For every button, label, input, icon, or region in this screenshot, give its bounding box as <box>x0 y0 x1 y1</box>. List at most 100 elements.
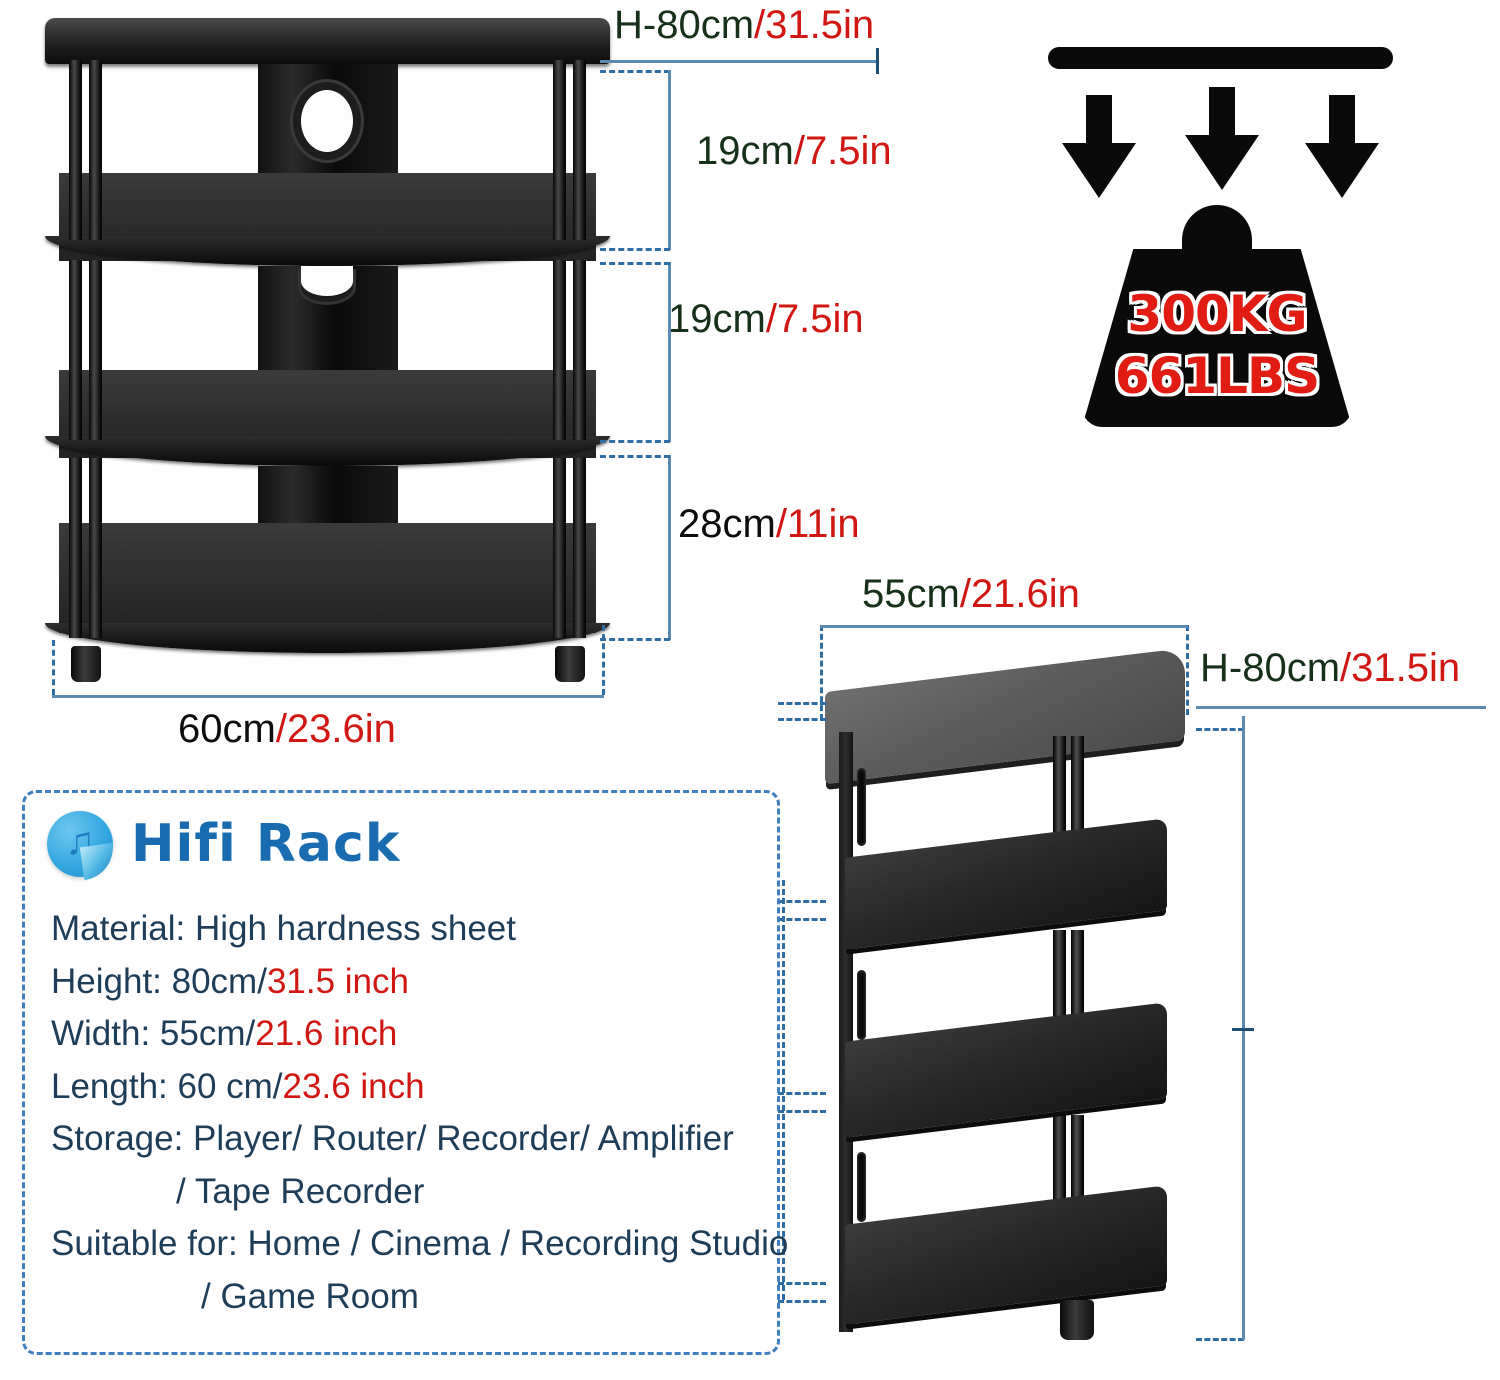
rack-shelf-board-2 <box>45 436 610 466</box>
spec-label-storage: Storage: <box>51 1119 194 1158</box>
front-height-cm: H-80cm <box>614 3 755 47</box>
front-height-slash: / <box>754 3 766 47</box>
rack-post-left-inner-2 <box>89 260 102 440</box>
dimension-label-front-width: 60cm/23.6in <box>178 707 396 752</box>
spec-value-storage: Player/ Router/ Recorder/ Amplifier <box>193 1119 734 1158</box>
width-leader-right <box>602 625 605 695</box>
spec-row-storage-cont: / Tape Recorder <box>51 1166 766 1219</box>
side-rack-shelf-1 <box>845 818 1167 950</box>
side-depth-cm: 55cm <box>862 572 960 616</box>
side-leader-shelf2-a <box>778 1092 826 1095</box>
shelf-deck-3 <box>59 523 596 633</box>
spec-list: Material: High hardness sheet Height: 80… <box>51 903 788 1324</box>
spec-value-length-inch: 23.6 inch <box>282 1066 425 1106</box>
load-capacity-icon: 300KG 661LBS <box>1040 25 1420 435</box>
load-capacity-kg: 300KG <box>1127 285 1307 343</box>
tier1-leader-bottom <box>600 248 670 251</box>
spec-value-suitable-cont: / Game Room <box>201 1276 419 1316</box>
side-leader-shelf3-b <box>778 1300 826 1303</box>
side-leader-shelf3-a <box>778 1282 826 1285</box>
rack-post-left-outer-3 <box>69 458 82 638</box>
page-title: Hifi Rack <box>131 814 401 874</box>
rack-foot-right <box>555 646 585 682</box>
rack-post-right-outer-2 <box>573 260 586 440</box>
tier3-dimension-rule <box>668 455 671 640</box>
rack-post-right-outer-1 <box>573 60 586 240</box>
spec-panel-header: ♫ Hifi Rack <box>47 811 401 881</box>
spec-row-suitable: Suitable for: Home / Cinema / Recording … <box>51 1218 788 1271</box>
side-rack-post-1a <box>1053 736 1066 861</box>
rack-post-left-inner-1 <box>89 60 102 240</box>
tier3-cm: 28cm <box>678 502 776 546</box>
front-height-inch: 31.5in <box>765 3 875 47</box>
rack-post-right-inner-3 <box>553 458 566 638</box>
dimension-label-front-height: H-80cm/31.5in <box>614 3 874 48</box>
spec-value-length: 60 cm/ <box>177 1066 283 1106</box>
spec-value-material: High hardness sheet <box>194 909 516 948</box>
spec-value-height: 80cm/ <box>171 961 267 1001</box>
spec-label-suitable: Suitable for: <box>51 1224 248 1263</box>
tier1-dimension-rule <box>668 70 671 250</box>
specifications-panel: ♫ Hifi Rack Material: High hardness shee… <box>22 790 788 1355</box>
depth-leader-right <box>1186 625 1189 715</box>
spec-row-length: Length: 60 cm/23.6 inch <box>51 1061 766 1114</box>
front-view-rack-image <box>45 18 610 683</box>
rack-foot-left <box>71 646 101 682</box>
music-note-icon: ♫ <box>47 811 118 881</box>
dimension-label-side-height: H-80cm/31.5in <box>1200 646 1460 691</box>
side-height-leader-bottom <box>1196 1338 1244 1341</box>
side-rack-foot <box>1060 1300 1094 1340</box>
cable-hole-2 <box>301 266 353 296</box>
spec-row-height: Height: 80cm/31.5 inch <box>51 956 766 1009</box>
side-depth-slash: / <box>959 572 971 616</box>
rack-shelf-board-3 <box>45 623 610 653</box>
spec-label-length: Length: <box>51 1066 178 1106</box>
tier2-leader-top <box>600 262 670 265</box>
rack-post-left-inner-3 <box>89 458 102 638</box>
rack-post-right-inner-1 <box>553 60 566 240</box>
front-width-inch: 23.6in <box>286 707 396 751</box>
tier3-slash: / <box>775 502 787 546</box>
side-leader-shelf1-a <box>778 900 826 903</box>
dimension-label-tier1: 19cm/7.5in <box>696 129 892 174</box>
side-height-inch: 31.5in <box>1351 646 1461 690</box>
side-height-midtick <box>1232 1028 1254 1031</box>
tier2-leader-bottom <box>600 440 670 443</box>
side-height-cm: H-80cm <box>1200 646 1341 690</box>
tier3-leader-bottom <box>600 638 670 641</box>
spec-row-material: Material: High hardness sheet <box>51 903 766 956</box>
tier2-dimension-rule <box>668 262 671 442</box>
side-rack-cable-slot-1 <box>857 768 866 846</box>
side-height-slash: / <box>1340 646 1352 690</box>
front-width-cm: 60cm <box>178 707 276 751</box>
load-capacity-lbs: 661LBS <box>1114 347 1320 405</box>
dimension-label-side-depth: 55cm/21.6in <box>862 572 1080 617</box>
side-rack-shelf-3 <box>845 1185 1167 1325</box>
side-rack-cable-slot-2 <box>857 970 866 1040</box>
width-dimension-rule-front <box>52 695 604 698</box>
spec-row-suitable-cont: / Game Room <box>51 1271 766 1324</box>
side-height-rule-horizontal <box>1196 706 1486 709</box>
spec-label-material: Material: <box>51 909 195 948</box>
dimension-label-tier2: 19cm/7.5in <box>668 297 864 342</box>
side-rack-shelf-2 <box>845 1002 1167 1138</box>
spec-label-height: Height: <box>51 961 172 1001</box>
arrow-head <box>1185 135 1259 190</box>
spec-value-width-inch: 21.6 inch <box>255 1014 398 1053</box>
side-leader-shelf1-b <box>778 918 826 921</box>
spec-value-width: 55cm/ <box>159 1014 256 1053</box>
side-height-leader-top <box>1196 728 1244 731</box>
spec-row-storage: Storage: Player/ Router/ Recorder/ Ampli… <box>51 1113 766 1166</box>
spec-label-width: Width: <box>51 1014 160 1053</box>
width-leader-left <box>52 640 55 695</box>
side-rack-top-board <box>825 647 1185 785</box>
height-dimension-rule-front <box>600 60 878 63</box>
down-arrow-icon-3 <box>1305 95 1379 200</box>
weight-block-icon: 300KG 661LBS <box>1082 205 1352 427</box>
depth-dimension-rule <box>820 625 1188 628</box>
arrow-head <box>1305 143 1379 198</box>
down-arrow-icon-1 <box>1062 95 1136 200</box>
side-rack-cable-slot-3 <box>857 1152 866 1222</box>
weight-trapezoid-icon <box>1082 249 1352 427</box>
tier3-inch: 11in <box>786 502 860 546</box>
